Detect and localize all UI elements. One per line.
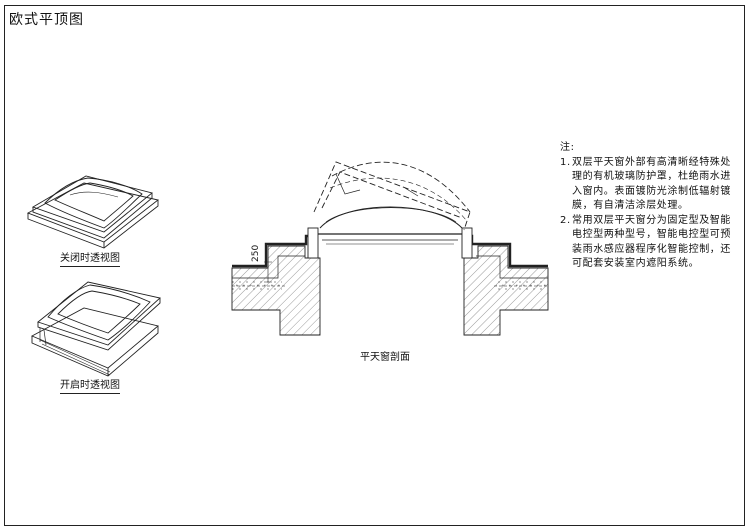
closed-view-caption: 关闭时透视图 xyxy=(60,253,120,267)
note-number: 1. xyxy=(560,156,571,168)
skylight-section xyxy=(231,161,549,336)
drawing-title: 欧式平顶图 xyxy=(9,12,84,28)
section-caption: 平天窗剖面 xyxy=(360,352,410,363)
open-perspective-view xyxy=(30,281,161,377)
open-view-caption: 开启时透视图 xyxy=(60,380,120,394)
note-text: 常用双层平天窗分为固定型及智能电控型两种型号，智能电控型可预装雨水感应器程序化智… xyxy=(572,214,731,270)
note-number: 2. xyxy=(560,214,571,226)
notes-block: 注: 1. 双层平天窗外部有高清晰经特殊处理的有机玻璃防护罩，杜绝雨水进入窗内。… xyxy=(560,141,740,272)
drawing-frame xyxy=(4,5,745,526)
dimension-label: 250 xyxy=(251,244,261,262)
note-text: 双层平天窗外部有高清晰经特殊处理的有机玻璃防护罩，杜绝雨水进入窗内。表面镀防光涂… xyxy=(572,156,731,212)
closed-perspective-view xyxy=(26,175,160,249)
note-item: 1. 双层平天窗外部有高清晰经特殊处理的有机玻璃防护罩，杜绝雨水进入窗内。表面镀… xyxy=(560,156,740,214)
notes-heading: 注: xyxy=(560,142,575,153)
note-item: 2. 常用双层平天窗分为固定型及智能电控型两种型号，智能电控型可预装雨水感应器程… xyxy=(560,214,740,272)
